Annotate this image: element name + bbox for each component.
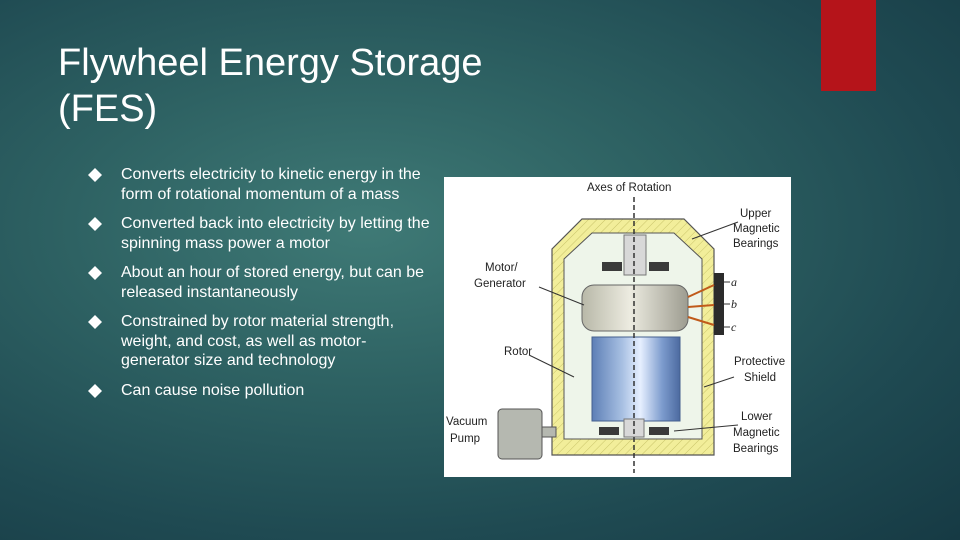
vacuum-pipe [541, 426, 557, 438]
label-lower-line-3: Bearings [733, 443, 779, 455]
flywheel-diagram: Axes of Rotation Upper Magnetic Bearings… [444, 177, 791, 477]
diamond-bullet-icon [88, 168, 102, 182]
slide-title: Flywheel Energy Storage (FES) [58, 40, 618, 132]
label-lower-line-1: Lower [741, 411, 772, 423]
diamond-bullet-icon [88, 315, 102, 329]
bullet-text: About an hour of stored energy, but can … [121, 264, 425, 301]
label-shield-line-2: Shield [744, 372, 776, 384]
phase-terminal-block [714, 273, 724, 335]
label-rotor: Rotor [504, 346, 532, 358]
flywheel-diagram-svg: Axes of Rotation Upper Magnetic Bearings… [446, 182, 785, 473]
title-line-2: (FES) [58, 88, 158, 130]
lower-bearing-left [599, 427, 619, 435]
diamond-bullet-icon [88, 383, 102, 398]
label-axes-of-rotation: Axes of Rotation [587, 182, 671, 194]
bullet-item: Converts electricity to kinetic energy i… [88, 165, 433, 204]
upper-bearing-core [623, 234, 647, 276]
label-phase-c: c [731, 320, 737, 334]
label-motor-line-1: Motor/ [485, 262, 518, 274]
label-vacuum-line-2: Pump [450, 433, 480, 445]
label-phase-b: b [731, 297, 737, 311]
bullet-item: Constrained by rotor material strength, … [88, 312, 433, 371]
label-upper-line-2: Magnetic [733, 223, 780, 235]
vacuum-pump-box [497, 408, 543, 460]
bullet-text: Converts electricity to kinetic energy i… [121, 166, 421, 203]
label-phase-a: a [731, 275, 737, 289]
label-upper-line-1: Upper [740, 208, 771, 220]
bullet-item: Converted back into electricity by letti… [88, 214, 433, 253]
diamond-bullet-icon [88, 266, 102, 280]
label-motor-line-2: Generator [474, 278, 526, 290]
diamond-bullet-icon [88, 217, 102, 231]
red-accent-bar [821, 0, 876, 91]
motor-generator-shape [581, 284, 689, 332]
label-lower-line-2: Magnetic [733, 427, 780, 439]
bullet-text: Converted back into electricity by letti… [121, 215, 430, 252]
upper-bearing-left [602, 262, 622, 271]
bullet-item: About an hour of stored energy, but can … [88, 263, 433, 302]
bullet-text: Constrained by rotor material strength, … [121, 313, 395, 369]
title-line-1: Flywheel Energy Storage [58, 42, 483, 84]
upper-bearing-right [649, 262, 669, 271]
label-vacuum-line-1: Vacuum [446, 416, 487, 428]
bullet-text: Can cause noise pollution [121, 381, 305, 399]
bullet-item: Can cause noise pollution [88, 381, 433, 401]
bullet-list: Converts electricity to kinetic energy i… [88, 165, 433, 410]
rotor-shape [591, 336, 681, 422]
label-upper-line-3: Bearings [733, 238, 779, 250]
lower-bearing-right [649, 427, 669, 435]
label-shield-line-1: Protective [734, 356, 785, 368]
